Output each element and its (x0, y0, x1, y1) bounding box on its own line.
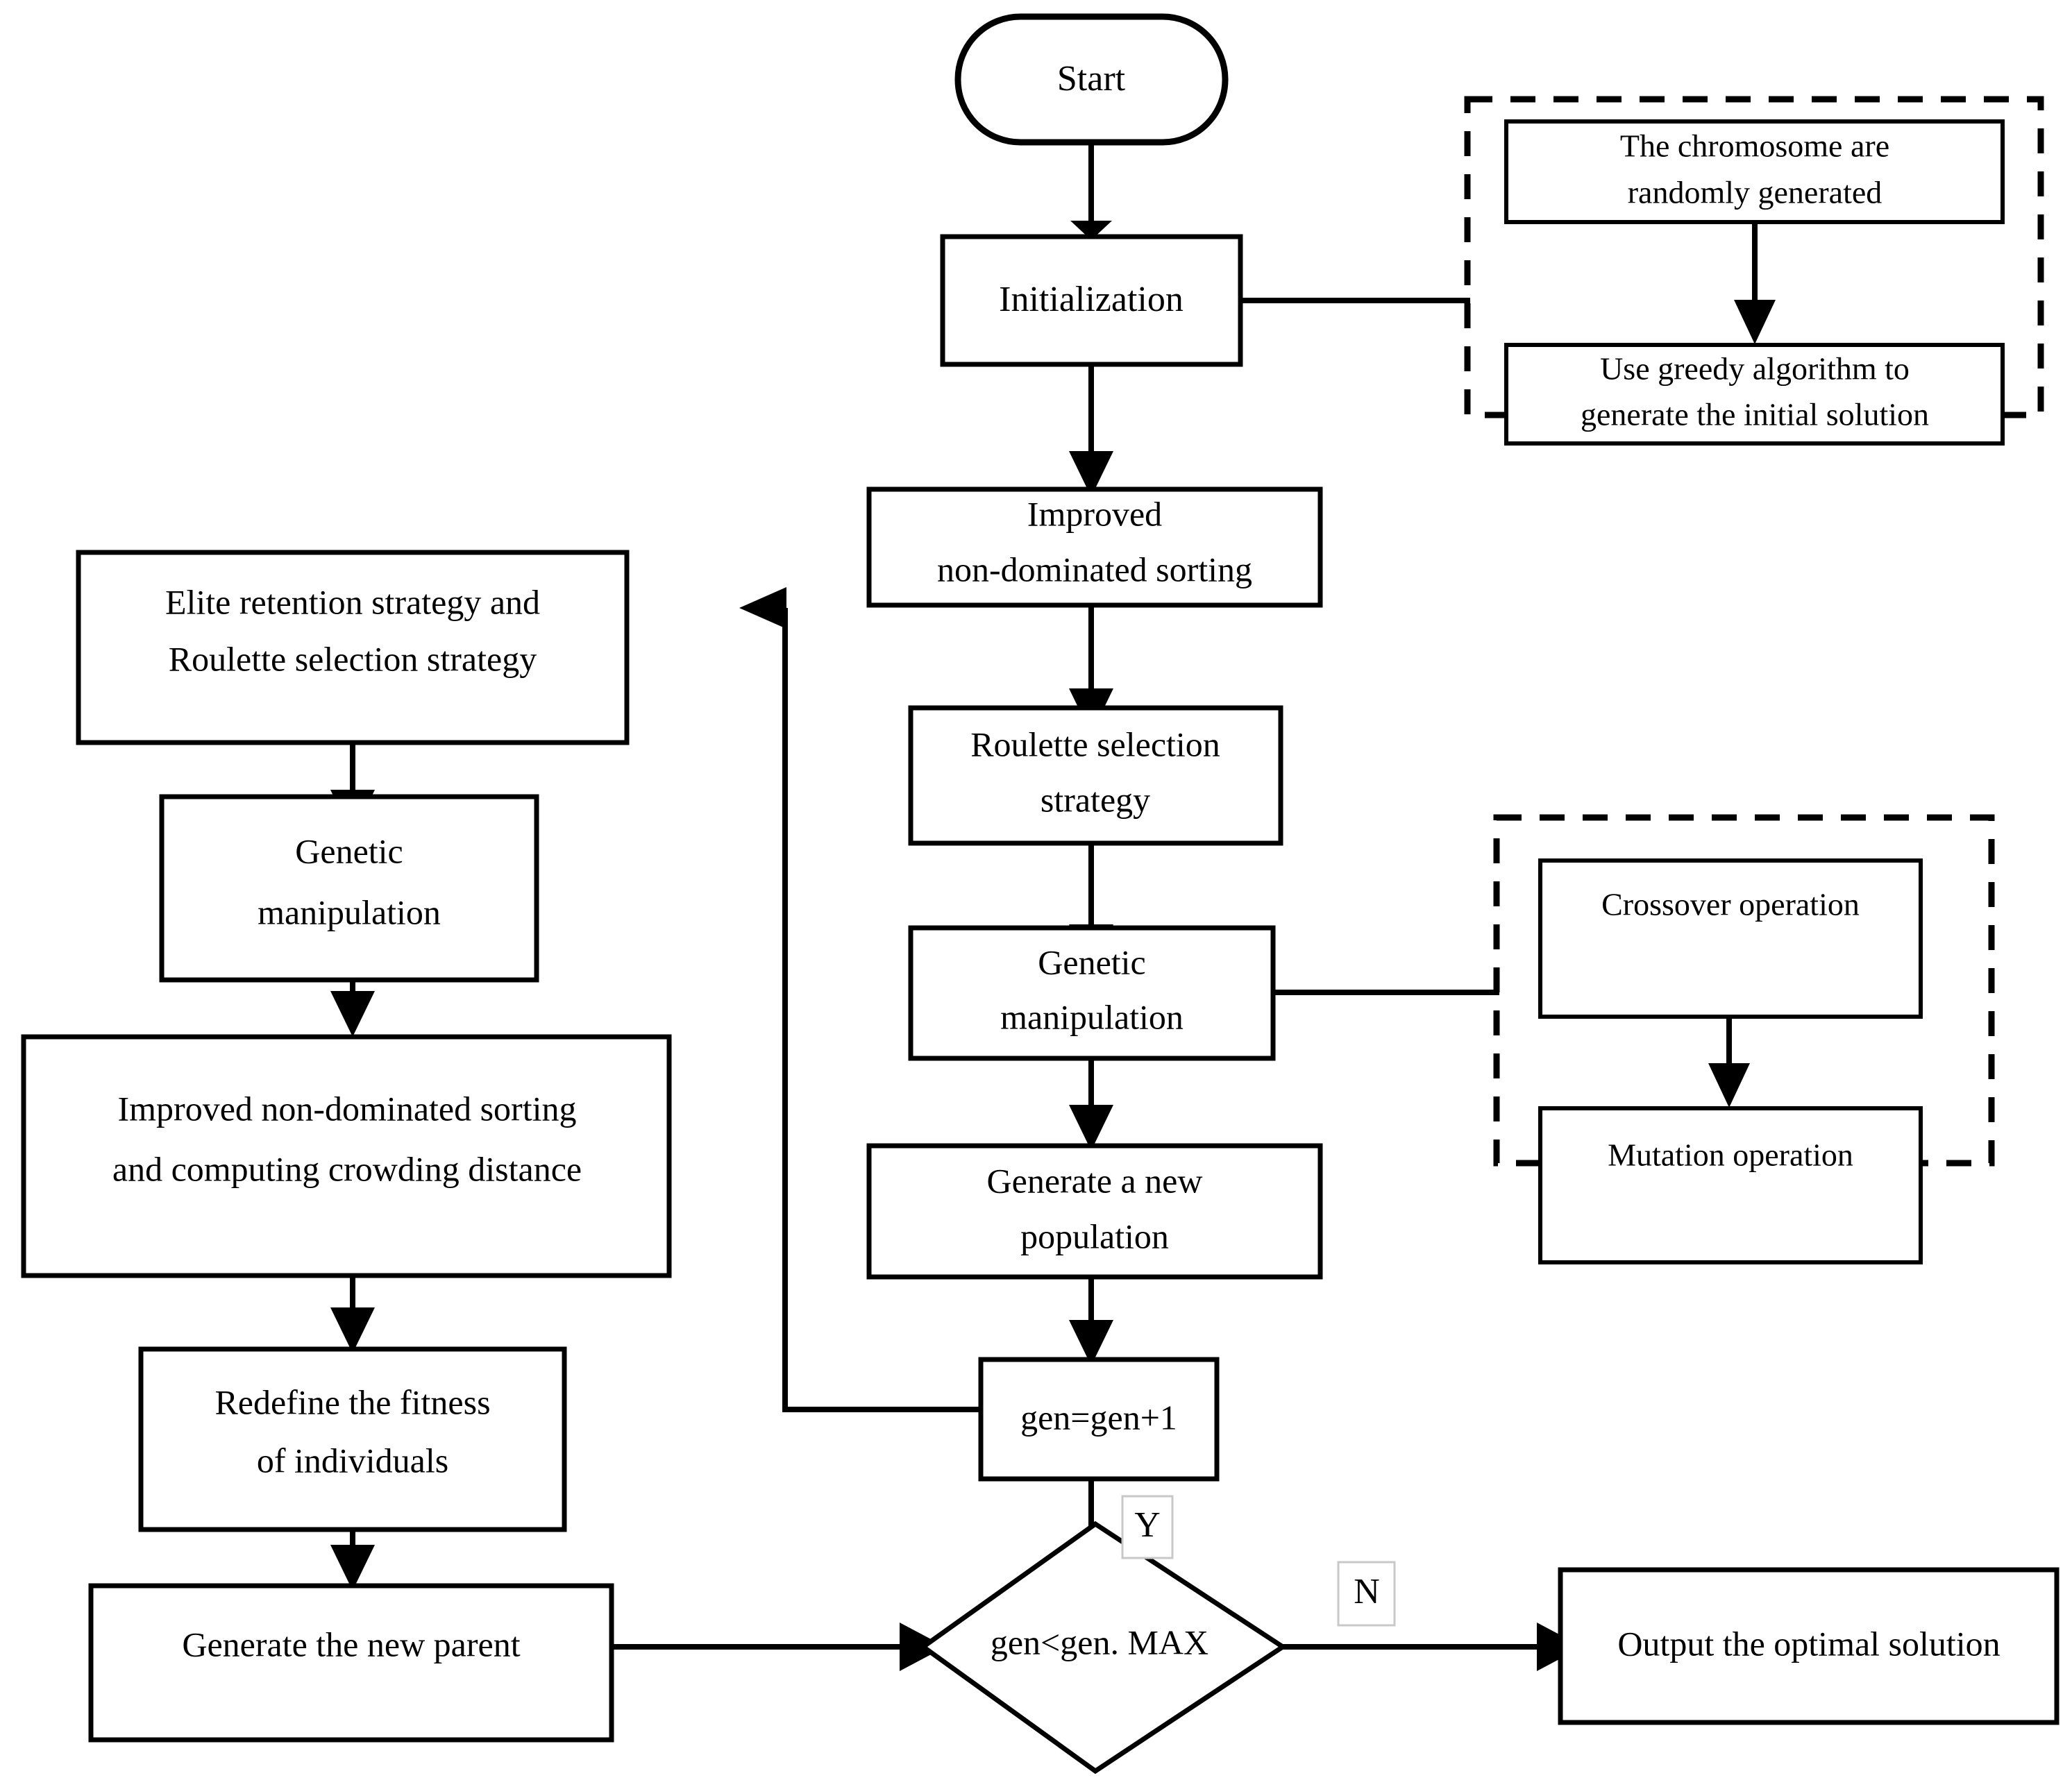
node-initialization[interactable]: Initialization (940, 234, 1243, 367)
edge-initialization-to-sorting (1069, 364, 1113, 497)
improved-sorting-crowding-label-line2: and computing crowding distance (112, 1149, 582, 1188)
edge-redefine-to-newparent (330, 1530, 375, 1591)
greedy-algorithm-shape (1504, 343, 2005, 446)
mutation-operation-label: Mutation operation (1608, 1137, 1853, 1173)
node-greedy-algorithm[interactable]: Use greedy algorithm to generate the ini… (1504, 343, 2005, 446)
node-crossover-operation[interactable]: Crossover operation (1538, 858, 1923, 1019)
branch-no-label: N (1354, 1572, 1380, 1611)
gen-increment-shape (978, 1357, 1220, 1482)
start-shape (954, 13, 1229, 146)
node-generate-new-parent[interactable]: Generate the new parent (88, 1583, 614, 1743)
output-optimal-label: Output the optimal solution (1617, 1624, 2000, 1663)
edge-crossover-to-mutation (1708, 1017, 1750, 1108)
chromosome-random-label-line2: randomly generated (1628, 175, 1883, 210)
greedy-algorithm-label-line1: Use greedy algorithm to (1600, 351, 1910, 387)
node-redefine-fitness[interactable]: Redefine the fitness of individuals (138, 1346, 567, 1532)
branch-no-chip (1337, 1561, 1396, 1627)
elite-retention-label-line2: Roulette selection strategy (169, 639, 537, 678)
edge-sorting-crowding-to-redefine (330, 1276, 375, 1353)
decision-shape (918, 1521, 1288, 1775)
improved-sorting-label-line1: Improved (1027, 494, 1162, 533)
node-decision[interactable]: gen<gen. MAX (918, 1521, 1288, 1775)
edge-newpopulation-to-genincrement (1069, 1277, 1113, 1366)
node-improved-sorting-crowding[interactable]: Improved non-dominated sorting and compu… (21, 1034, 672, 1278)
node-start[interactable]: Start (954, 13, 1229, 146)
genetic-manipulation-main-label-line1: Genetic (1038, 942, 1145, 981)
roulette-selection-label-line1: Roulette selection (970, 725, 1220, 763)
roulette-selection-label-line2: strategy (1041, 780, 1150, 819)
start-label: Start (1057, 59, 1126, 99)
redefine-fitness-label-line2: of individuals (257, 1441, 448, 1480)
crossover-operation-label: Crossover operation (1601, 887, 1860, 922)
node-genetic-manipulation-main[interactable]: Genetic manipulation (908, 925, 1276, 1061)
redefine-fitness-label-line1: Redefine the fitness (214, 1382, 490, 1421)
node-improved-sorting[interactable]: Improved non-dominated sorting (866, 486, 1323, 608)
edge-newparent-to-decision (612, 1623, 945, 1671)
node-gen-increment[interactable]: gen=gen+1 (978, 1357, 1220, 1482)
greedy-algorithm-label-line2: generate the initial solution (1581, 397, 1929, 432)
elite-retention-label-line1: Elite retention strategy and (165, 582, 540, 621)
generate-new-population-shape (866, 1143, 1323, 1280)
initialization-label: Initialization (999, 280, 1184, 319)
branch-label-no: N (1337, 1561, 1396, 1627)
mutation-operation-shape (1538, 1106, 1923, 1264)
generate-new-population-label-line1: Generate a new (987, 1161, 1203, 1200)
chromosome-random-label-line1: The chromosome are (1620, 128, 1889, 164)
branch-label-yes: Y (1121, 1495, 1174, 1559)
output-optimal-shape (1558, 1567, 2060, 1725)
node-mutation-operation[interactable]: Mutation operation (1538, 1106, 1923, 1264)
genetic-manipulation-left-shape (159, 794, 539, 983)
node-roulette-selection[interactable]: Roulette selection strategy (908, 705, 1283, 846)
crossover-operation-shape (1538, 858, 1923, 1019)
chromosome-random-shape (1504, 119, 2005, 224)
generate-new-population-label-line2: population (1020, 1217, 1169, 1255)
redefine-fitness-shape (138, 1346, 567, 1532)
genetic-manipulation-main-shape (908, 925, 1276, 1061)
branch-yes-label: Y (1134, 1505, 1161, 1545)
genetic-manipulation-main-label-line2: manipulation (1000, 997, 1184, 1036)
improved-sorting-crowding-shape (21, 1034, 672, 1278)
improved-sorting-label-line2: non-dominated sorting (937, 550, 1252, 588)
roulette-selection-shape (908, 705, 1283, 846)
improved-sorting-crowding-label-line1: Improved non-dominated sorting (118, 1089, 577, 1128)
improved-sorting-shape (866, 486, 1323, 608)
edge-decision-no-to-output (1281, 1623, 1583, 1671)
decision-label: gen<gen. MAX (991, 1623, 1208, 1661)
edge-chromosome-to-greedy (1734, 222, 1776, 344)
gen-increment-label: gen=gen+1 (1020, 1398, 1177, 1437)
edge-genincrement-to-elite (739, 587, 1004, 1412)
elite-retention-shape (76, 550, 630, 745)
branch-yes-chip (1121, 1495, 1174, 1559)
node-genetic-manipulation-left[interactable]: Genetic manipulation (159, 794, 539, 983)
node-output-optimal[interactable]: Output the optimal solution (1558, 1567, 2060, 1725)
node-chromosome-random[interactable]: The chromosome are randomly generated (1504, 119, 2005, 224)
genetic-manipulation-left-label-line1: Genetic (295, 831, 403, 870)
genetic-manipulation-left-label-line2: manipulation (258, 892, 441, 931)
edge-start-to-initialization (1070, 142, 1112, 240)
edge-genetic-left-to-sorting-crowding (330, 980, 375, 1037)
initialization-shape (940, 234, 1243, 367)
generate-new-parent-shape (88, 1583, 614, 1743)
edge-genetic-to-newpopulation (1069, 1058, 1113, 1151)
node-elite-retention[interactable]: Elite retention strategy and Roulette se… (76, 550, 630, 745)
generate-new-parent-label: Generate the new parent (182, 1625, 520, 1663)
node-generate-new-population[interactable]: Generate a new population (866, 1143, 1323, 1280)
